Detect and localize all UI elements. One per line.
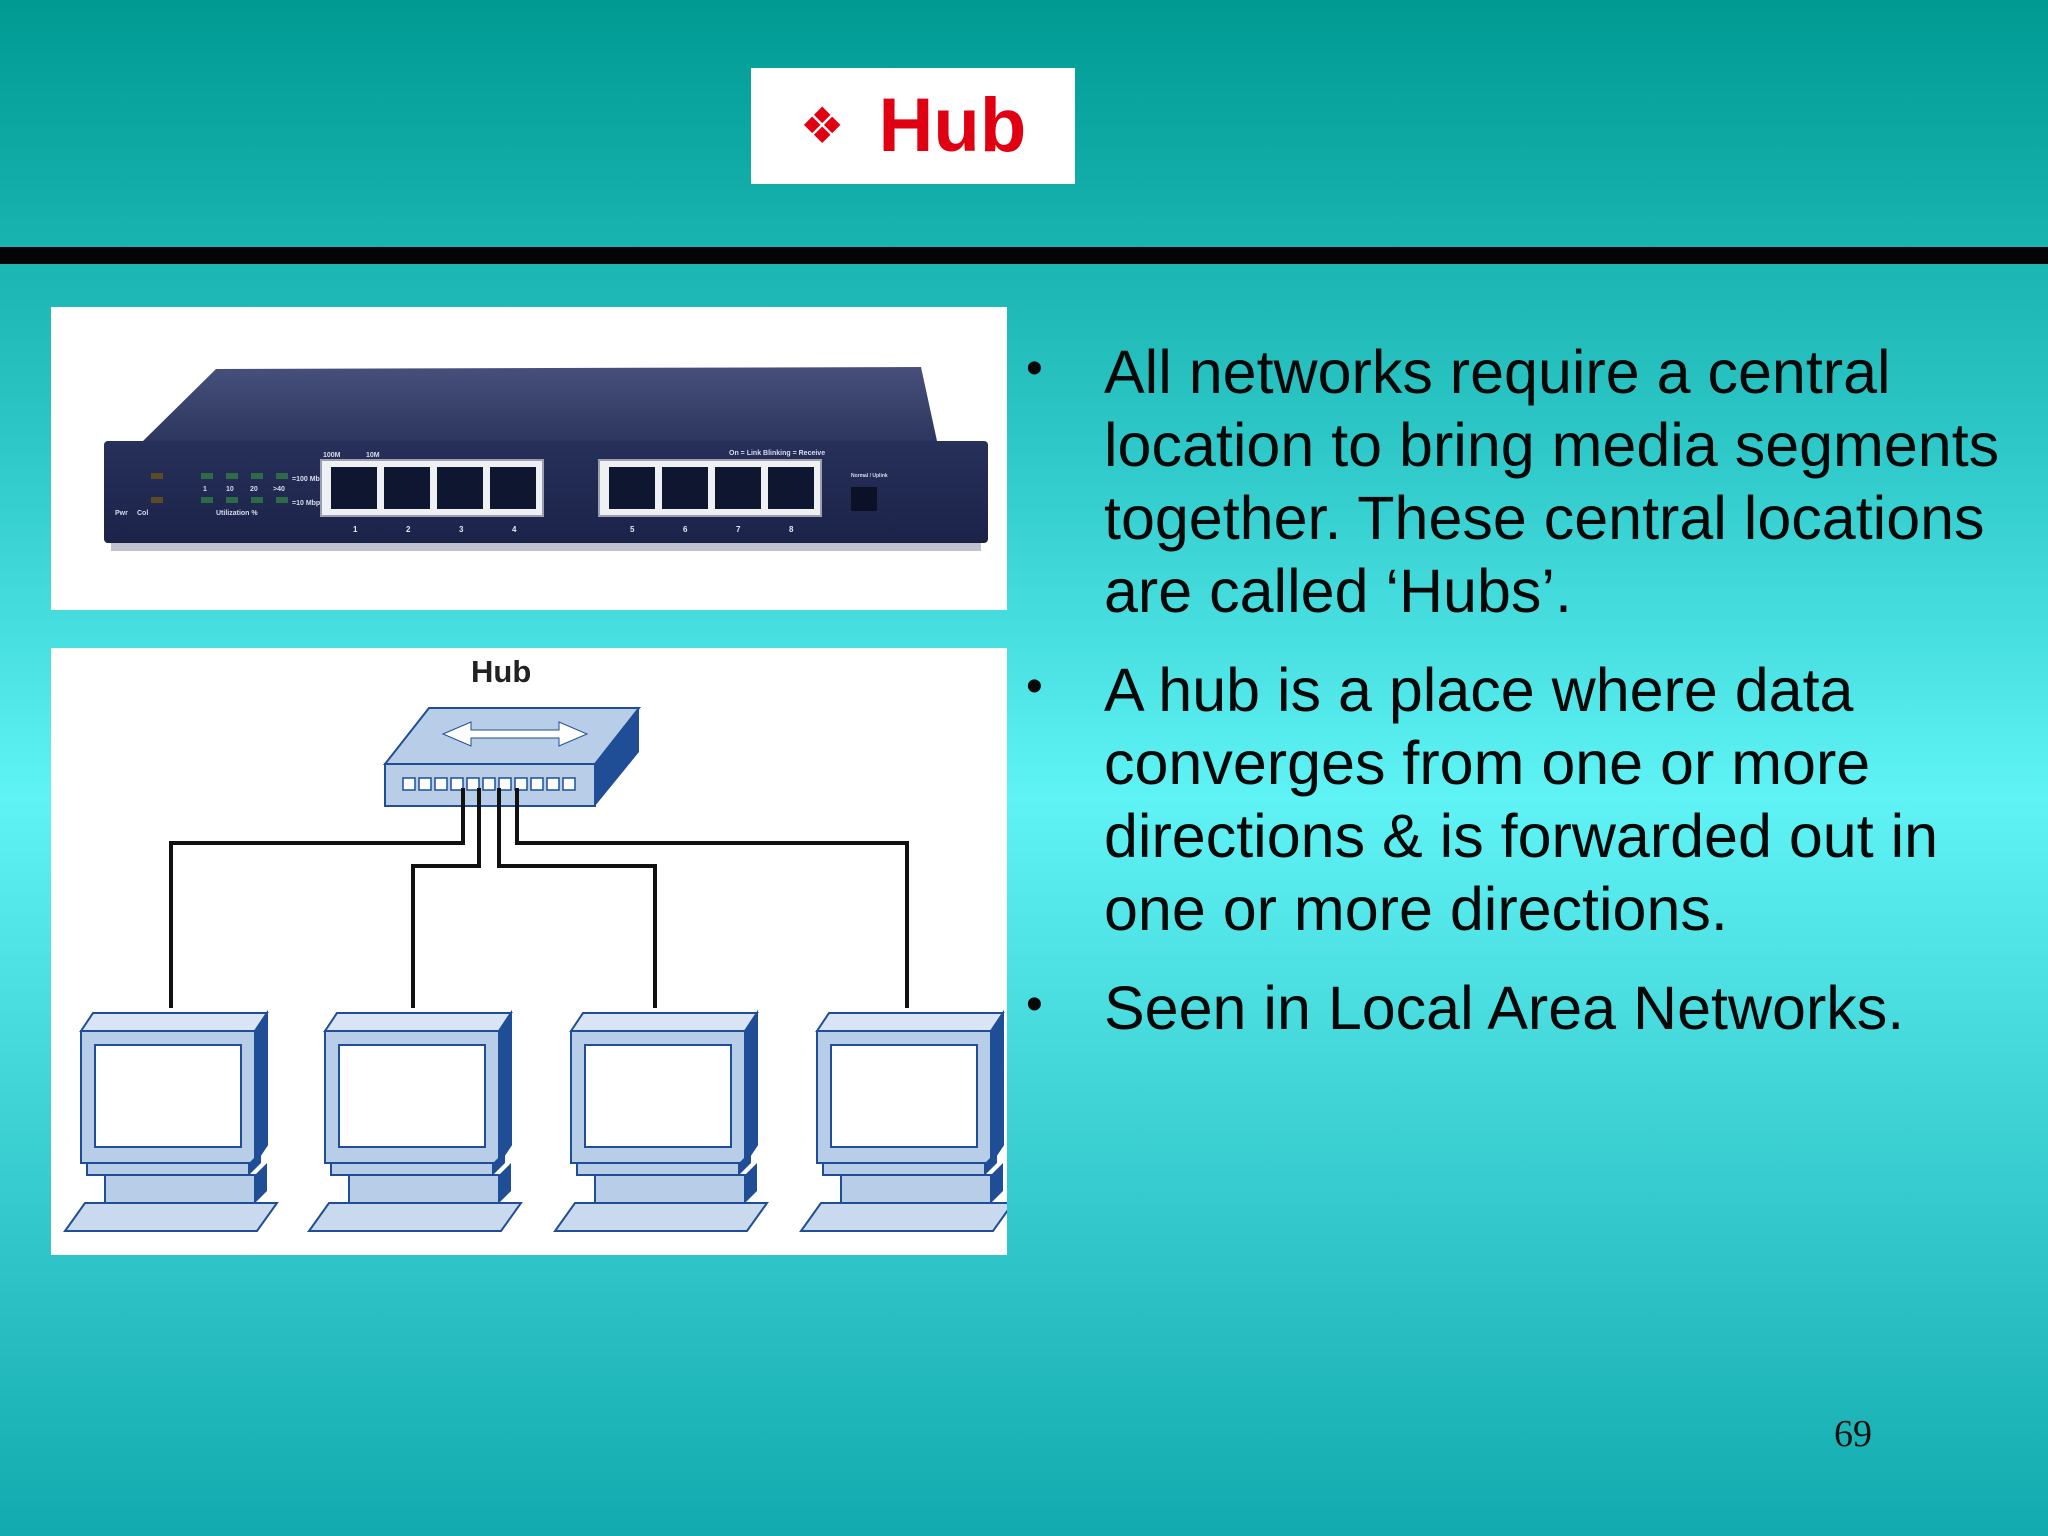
page-number: 69: [1834, 1413, 1872, 1455]
utilization-label: Utilization %: [216, 510, 258, 517]
led-legend: On = Link Blinking = Receive: [729, 450, 825, 457]
uplink-switch: [851, 487, 877, 511]
bullet-list: • All networks require a central locatio…: [1020, 336, 2030, 1071]
port-label-1: 1: [353, 525, 358, 534]
computer-icon: [800, 1012, 1007, 1232]
uplink-label: Normal / Uplink: [851, 473, 888, 479]
divider-rule: [0, 247, 2048, 264]
hub-device: [382, 707, 642, 807]
port-group-left: [320, 459, 544, 517]
port-group-right: [598, 459, 822, 517]
speed-10-label: =10 Mbps: [292, 500, 324, 507]
port-label-4: 4: [512, 525, 517, 534]
bullet-dot: •: [1026, 342, 1043, 395]
port-label-3: 3: [459, 525, 464, 534]
scale-label-10: 10: [226, 486, 234, 493]
port-label-7: 7: [736, 525, 741, 534]
status-leds: [151, 473, 288, 503]
speed-100-label: =100 Mbps: [292, 476, 328, 483]
bullet-dot: •: [1026, 978, 1043, 1031]
bullet-text: All networks require a central location …: [1104, 338, 2000, 625]
scale-label-1: 1: [203, 486, 207, 493]
speed-label-10m: 10M: [366, 452, 380, 459]
col-label: Col: [137, 510, 148, 517]
computer-icon: [64, 1012, 278, 1232]
bullet-text: A hub is a place where data converges fr…: [1104, 656, 1939, 943]
power-label: Pwr: [115, 510, 128, 517]
port-label-5: 5: [630, 525, 635, 534]
bullet-item: • Seen in Local Area Networks.: [1020, 972, 2030, 1045]
bullet-item: • All networks require a central locatio…: [1020, 336, 2030, 628]
computer-icon: [308, 1012, 522, 1232]
hub-label: Hub: [471, 654, 531, 689]
bullet-item: • A hub is a place where data converges …: [1020, 654, 2030, 946]
hub-top-surface: [143, 367, 937, 441]
diamond-cluster-icon: ❖: [799, 98, 845, 154]
star-topology-illustration: Hub: [64, 654, 1007, 1232]
hub-photo: 100M 10M On = Link Blinking = Receive =1…: [51, 307, 1007, 610]
scale-label-40: >40: [273, 486, 285, 493]
title-text: Hub: [878, 83, 1027, 168]
connection-cables: [169, 788, 909, 1008]
bullet-dot: •: [1026, 660, 1043, 713]
computer-icon: [554, 1012, 768, 1232]
speed-label-100m: 100M: [323, 452, 341, 459]
slide-title: ❖ Hub: [751, 68, 1075, 184]
bullet-text: Seen in Local Area Networks.: [1104, 974, 1905, 1042]
scale-label-20: 20: [250, 486, 258, 493]
hub-bottom-edge: [111, 543, 981, 551]
port-label-2: 2: [406, 525, 411, 534]
port-label-6: 6: [683, 525, 688, 534]
hub-network-diagram: Hub: [51, 648, 1007, 1255]
port-label-8: 8: [789, 525, 794, 534]
hub-device-illustration: 100M 10M On = Link Blinking = Receive =1…: [104, 367, 988, 551]
bidirectional-arrow-icon: [441, 721, 589, 747]
